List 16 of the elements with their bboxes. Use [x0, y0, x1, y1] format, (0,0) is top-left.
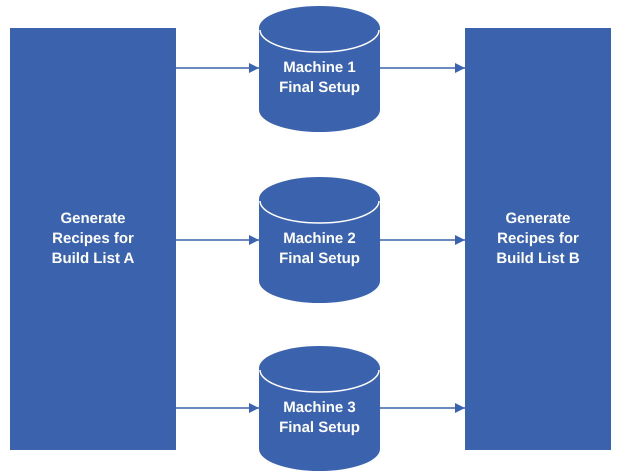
node-label: Generate Recipes for Build List A — [50, 209, 136, 269]
arrow — [176, 63, 259, 73]
arrow — [380, 403, 465, 413]
node-label: Machine 1 Final Setup — [278, 58, 361, 98]
node-label: Generate Recipes for Build List B — [495, 209, 581, 269]
machine-cylinder — [259, 177, 380, 303]
arrow — [176, 235, 259, 245]
machine-cylinder — [259, 346, 380, 471]
arrow — [380, 235, 465, 245]
arrow — [176, 403, 259, 413]
machine-cylinder — [259, 6, 380, 132]
process-box — [10, 28, 176, 450]
arrow — [380, 63, 465, 73]
node-label: Machine 2 Final Setup — [278, 229, 361, 269]
node-label: Machine 3 Final Setup — [278, 398, 361, 438]
process-box — [465, 28, 611, 450]
